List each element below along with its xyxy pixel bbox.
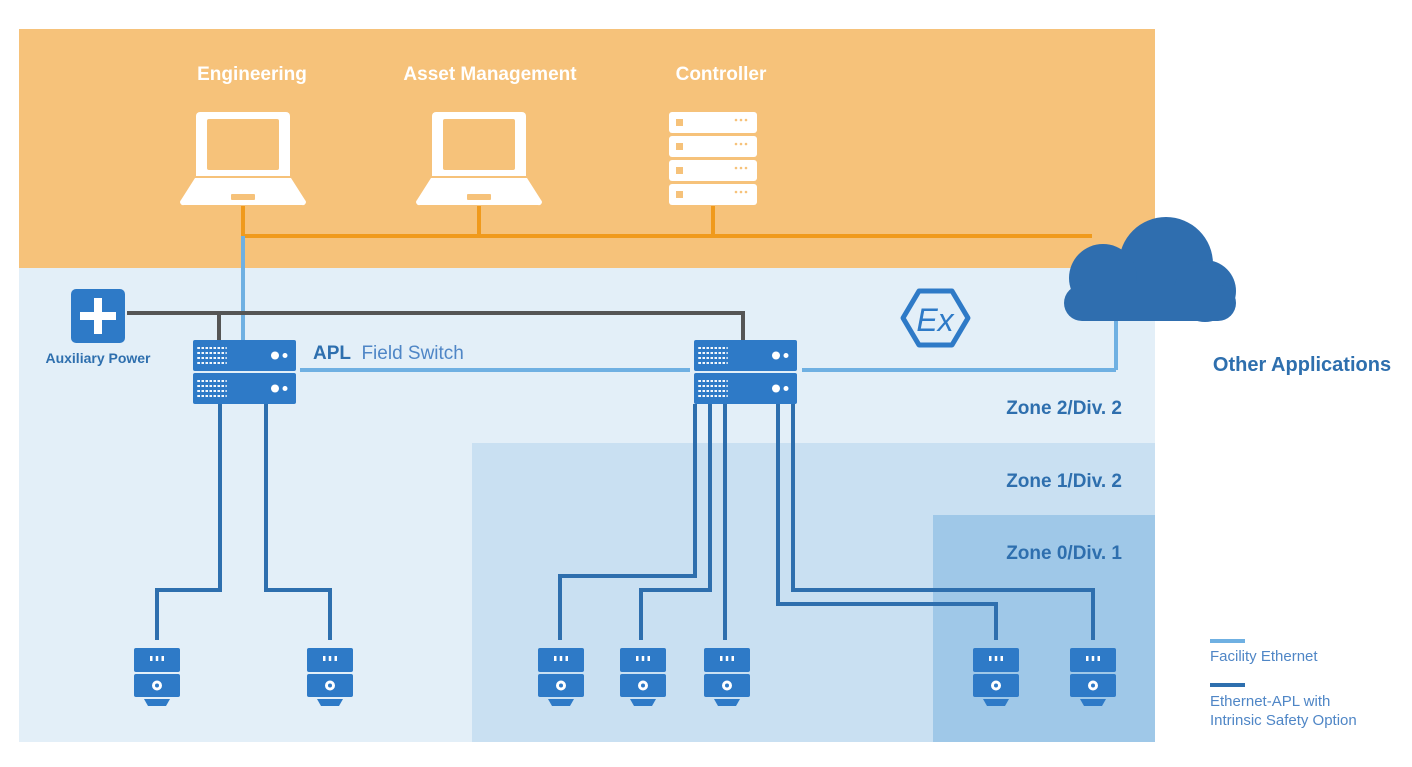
facility-ethernet-lines: [241, 236, 1118, 372]
legend-ethernet-apl-swatch: [1210, 683, 1245, 687]
ethernet-apl-cables: [155, 404, 1095, 640]
zone-1-label: Zone 1/Div. 2: [1006, 471, 1122, 492]
cloud-icon: [1064, 217, 1236, 322]
auxiliary-power-plus-icon: [71, 289, 125, 343]
auxiliary-power-lines: [127, 311, 745, 340]
control-network-lines: [241, 206, 1092, 238]
legend-ethernet-apl-label-line2: Intrinsic Safety Option: [1210, 712, 1357, 729]
zone-0-label: Zone 0/Div. 1: [1006, 543, 1122, 564]
zone-2-label: Zone 2/Div. 2: [1006, 398, 1122, 419]
apl-field-switch-label: APL Field Switch: [313, 343, 464, 364]
other-applications-label: Other Applications: [1213, 354, 1391, 376]
auxiliary-power-label: Auxiliary Power: [45, 350, 151, 366]
ex-hazard-icon: Ex: [900, 288, 971, 348]
controller-label: Controller: [676, 64, 767, 85]
engineering-laptop-icon: [180, 112, 306, 206]
asset-management-laptop-icon: [416, 112, 542, 206]
asset-management-label: Asset Management: [403, 64, 577, 85]
legend: Facility Ethernet Ethernet-APL with Intr…: [1210, 639, 1357, 729]
svg-text:Ex: Ex: [916, 302, 954, 338]
control-level-band: [19, 29, 1155, 268]
engineering-label: Engineering: [197, 64, 307, 85]
legend-ethernet-apl-label-line1: Ethernet-APL with: [1210, 693, 1330, 710]
zone-0-area: [933, 515, 1155, 742]
legend-facility-ethernet-label: Facility Ethernet: [1210, 648, 1318, 665]
legend-facility-ethernet-swatch: [1210, 639, 1245, 643]
